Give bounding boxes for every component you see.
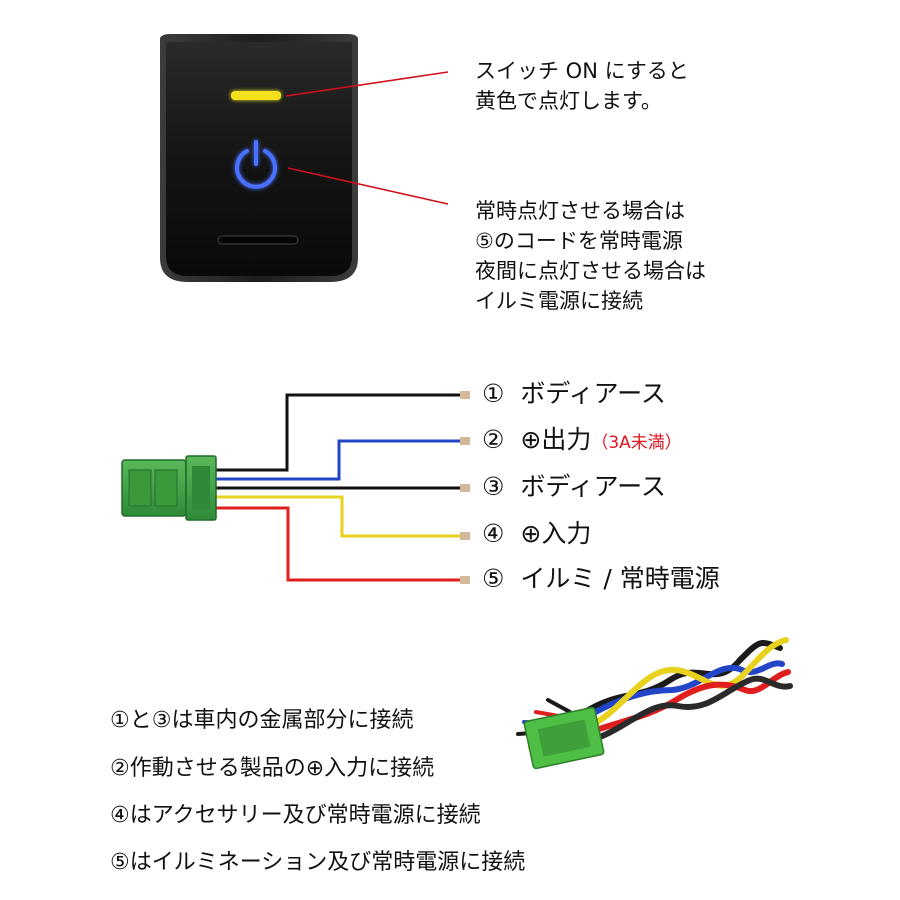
power-icon [235,140,277,189]
wire-text: ボディアース [520,472,666,501]
wire-label-1: ① ボディアース [482,379,666,409]
wiring-diagram [121,391,470,584]
note-3: ④はアクセサリー及び常時電源に接続 [110,803,481,828]
wire-label-3: ③ ボディアース [482,472,666,502]
harness-strand-black-2 [589,675,793,743]
note-4: ⑤はイルミネーション及び常時電源に接続 [110,850,526,875]
wire-label-2: ② ⊕出力（3A未満） [482,425,682,458]
switch-bottom-slot [217,235,299,245]
led-callout-line-1: スイッチ ON にすると [475,59,689,83]
wire-num: ② [482,425,505,454]
power-callout-line-4: イルミ電源に接続 [475,289,643,313]
wire-text: ⊕出力 [520,425,592,454]
wire-text: ボディアース [520,379,666,408]
harness-connector [523,706,605,770]
note-2: ②作動させる製品の⊕入力に接続 [110,756,435,781]
note-1: ①と③は車内の金属部分に接続 [110,708,414,733]
led-callout-line-2: 黄色で点灯します。 [475,89,662,113]
wire-2 [214,439,462,481]
wire-label-5: ⑤ イルミ / 常時電源 [482,564,720,594]
power-callout-line-2: ⑤のコードを常時電源 [475,229,683,253]
power-leader-line [287,167,449,205]
power-callout: 常時点灯させる場合は ⑤のコードを常時電源 夜間に点灯させる場合は イルミ電源に… [475,196,706,316]
wire-label-4: ④ ⊕入力 [482,519,591,549]
led-indicator [231,91,281,100]
led-callout: スイッチ ON にすると 黄色で点灯します。 [475,56,689,116]
power-callout-line-3: 夜間に点灯させる場合は [475,259,706,283]
connector [121,455,217,521]
wire-5 [214,506,462,582]
wire-num: ⑤ [482,564,505,593]
wire-ends [460,391,470,584]
led-leader-line [285,71,449,97]
wire-text: ⊕入力 [520,519,592,548]
wire-note: （3A未満） [591,433,682,453]
harness-photo [516,637,793,770]
wire-1 [214,393,462,472]
wire-num: ③ [482,472,505,501]
harness-strand-yellow [585,637,789,729]
wire-text: イルミ / 常時電源 [520,564,720,593]
wire-num: ① [482,379,505,408]
wire-4 [214,495,462,538]
power-callout-line-1: 常時点灯させる場合は [475,199,685,223]
switch-panel [160,34,358,282]
wire-num: ④ [482,519,505,548]
